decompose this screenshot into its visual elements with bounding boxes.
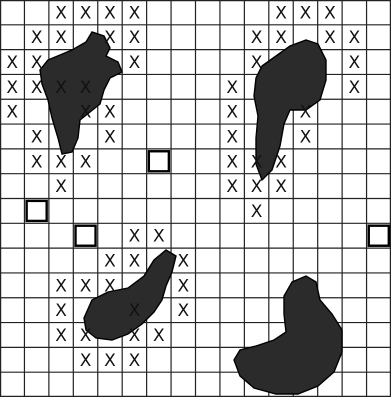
x-mark: X <box>80 78 92 98</box>
x-mark: X <box>6 103 18 123</box>
x-mark: X <box>177 276 189 296</box>
x-mark: X <box>104 3 116 23</box>
x-mark: X <box>129 326 141 346</box>
x-mark: X <box>275 152 287 172</box>
x-mark: X <box>226 152 238 172</box>
x-mark: X <box>129 351 141 371</box>
x-mark: X <box>80 326 92 346</box>
x-mark: X <box>226 127 238 147</box>
x-mark: X <box>226 78 238 98</box>
x-mark: X <box>226 103 238 123</box>
x-mark: X <box>104 351 116 371</box>
x-mark: X <box>349 53 361 73</box>
x-mark: X <box>55 177 67 197</box>
x-mark: X <box>153 227 165 247</box>
x-mark: X <box>55 326 67 346</box>
x-mark: X <box>55 3 67 23</box>
x-mark: X <box>226 177 238 197</box>
x-mark: X <box>349 78 361 98</box>
x-mark: X <box>31 28 43 48</box>
x-mark: X <box>129 28 141 48</box>
x-mark: X <box>104 252 116 272</box>
x-mark: X <box>349 28 361 48</box>
x-mark: X <box>129 252 141 272</box>
x-mark: X <box>31 53 43 73</box>
x-mark: X <box>275 28 287 48</box>
x-mark: X <box>153 326 165 346</box>
x-mark: X <box>55 301 67 321</box>
x-mark: X <box>104 103 116 123</box>
x-mark: X <box>275 3 287 23</box>
x-mark: X <box>300 3 312 23</box>
x-mark: X <box>251 152 263 172</box>
x-mark: X <box>324 3 336 23</box>
x-mark: X <box>55 78 67 98</box>
x-mark: X <box>104 276 116 296</box>
x-mark: X <box>55 276 67 296</box>
x-mark: X <box>129 3 141 23</box>
x-mark: X <box>6 53 18 73</box>
x-mark: X <box>104 127 116 147</box>
x-mark: X <box>300 103 312 123</box>
x-mark: X <box>55 152 67 172</box>
shaded-region-top-right <box>254 40 326 180</box>
x-mark: X <box>251 177 263 197</box>
heavy-square-cell <box>369 226 389 246</box>
heavy-square-cell <box>76 226 96 246</box>
x-mark: X <box>80 152 92 172</box>
x-mark: X <box>177 301 189 321</box>
x-mark: X <box>80 276 92 296</box>
heavy-square-cell <box>27 201 47 221</box>
x-mark: X <box>80 351 92 371</box>
x-mark: X <box>6 78 18 98</box>
x-mark: X <box>275 177 287 197</box>
x-mark: X <box>251 53 263 73</box>
x-mark: X <box>324 28 336 48</box>
x-mark: X <box>31 127 43 147</box>
x-mark: X <box>300 127 312 147</box>
x-mark: X <box>31 152 43 172</box>
x-mark: X <box>129 53 141 73</box>
x-mark: X <box>55 28 67 48</box>
x-mark: X <box>31 78 43 98</box>
heavy-square-cell <box>149 151 169 171</box>
x-mark: X <box>80 103 92 123</box>
x-mark: X <box>129 227 141 247</box>
x-mark: X <box>104 28 116 48</box>
shaded-region-bottom-right <box>234 276 342 394</box>
x-mark: X <box>80 3 92 23</box>
x-mark: X <box>251 202 263 222</box>
x-mark: X <box>177 252 189 272</box>
x-mark: X <box>129 301 141 321</box>
x-mark: X <box>251 28 263 48</box>
